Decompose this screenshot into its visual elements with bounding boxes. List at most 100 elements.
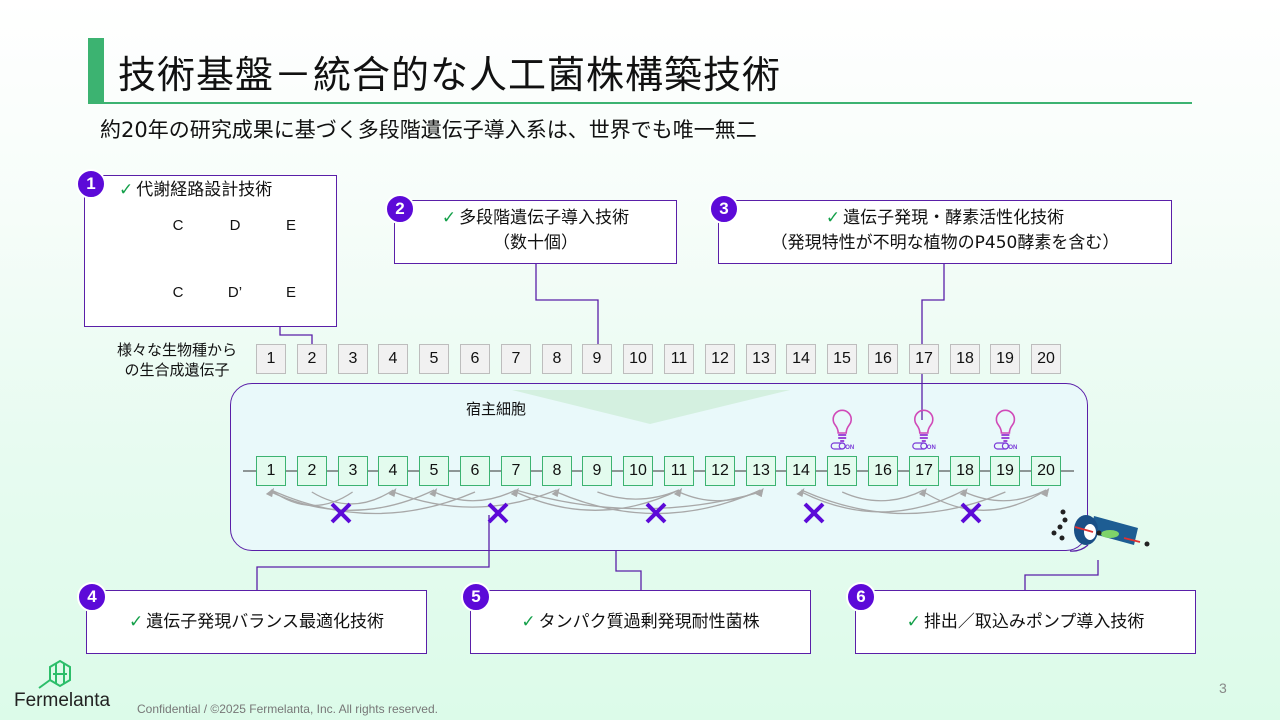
connector-6 <box>1024 560 1099 590</box>
callout-4-expression-balance-optimization: ✓遺伝子発現バランス最適化技術 <box>86 590 427 654</box>
integrated-gene-box: 18 <box>950 456 980 486</box>
recombination-arc <box>597 489 680 500</box>
callout-5-text: タンパク質過剰発現耐性菌株 <box>538 612 760 632</box>
source-gene-box: 20 <box>1031 344 1061 374</box>
arc-arrowhead <box>674 488 682 497</box>
source-gene-box: 15 <box>827 344 857 374</box>
connector-1 <box>279 326 313 344</box>
source-gene-box: 12 <box>705 344 735 374</box>
callout-5-overexpression-tolerant-strain: ✓タンパク質過剰発現耐性菌株 <box>470 590 811 654</box>
arc-arrowhead <box>918 488 927 497</box>
lightbulb-icon <box>832 409 852 442</box>
recombination-arc <box>515 489 680 511</box>
arc-arrowhead <box>1041 488 1050 497</box>
checkmark-icon: ✓ <box>129 612 144 632</box>
callout-1-metabolic-pathway-design: ✓代謝経路設計技術 <box>84 175 337 327</box>
page-number: 3 <box>1219 680 1227 696</box>
integrated-gene-box: 1 <box>256 456 286 486</box>
connector-4 <box>256 515 490 590</box>
pathway-node-label: D’ <box>227 284 243 301</box>
source-gene-box: 3 <box>338 344 368 374</box>
host-cell-label: 宿主細胞 <box>466 400 527 418</box>
source-gene-box: 19 <box>990 344 1020 374</box>
source-genes-label-line2: の生合成遺伝子 <box>124 361 230 379</box>
checkmark-icon: ✓ <box>441 208 457 228</box>
arc-arrowhead <box>510 488 519 497</box>
company-logo-text: Fermelanta <box>14 690 111 711</box>
recombination-arc <box>515 489 761 510</box>
source-gene-box: 9 <box>582 344 612 374</box>
integrated-gene-box: 14 <box>786 456 816 486</box>
insertion-triangle <box>512 390 790 424</box>
source-gene-box: 17 <box>909 344 939 374</box>
callout-1-number-badge: 1 <box>76 169 106 199</box>
source-gene-box: 7 <box>501 344 531 374</box>
connector-3 <box>921 263 945 420</box>
connector-5 <box>615 551 642 590</box>
callout-4-text: 遺伝子発現バランス最適化技術 <box>146 612 384 632</box>
toggle-switch-icon <box>830 442 846 450</box>
recombination-arc <box>270 489 435 511</box>
source-gene-box: 4 <box>378 344 408 374</box>
integrated-gene-box: 2 <box>297 456 327 486</box>
callout-3-number-badge: 3 <box>709 194 739 224</box>
callout-6-number-badge: 6 <box>846 582 876 612</box>
arc-arrowhead <box>266 488 274 497</box>
callout-2-line1: 多段階遺伝子導入技術 <box>459 208 630 228</box>
callout-3-gene-expression-enzyme-activation: ✓遺伝子発現・酵素活性化技術 （発現特性が不明な植物のP450酵素を含む） <box>718 200 1172 264</box>
integrated-gene-box: 13 <box>746 456 776 486</box>
integrated-gene-box: 17 <box>909 456 939 486</box>
recombination-arc <box>923 489 1047 511</box>
switch-on-label: ON <box>845 445 854 451</box>
integrated-gene-box: 6 <box>460 456 490 486</box>
callout-5-number-badge: 5 <box>461 582 491 612</box>
cross-mark-icon <box>330 502 352 524</box>
recombination-arc <box>270 489 476 515</box>
title-accent-bar <box>88 38 104 104</box>
switch-on-label: ON <box>927 445 936 451</box>
page-title: 技術基盤－統合的な人工菌株構築技術 <box>118 53 782 97</box>
recombination-arc <box>841 489 925 502</box>
integrated-gene-box: 11 <box>664 456 694 486</box>
callout-4-number-badge: 4 <box>77 582 107 612</box>
integrated-gene-box: 16 <box>868 456 898 486</box>
checkmark-icon: ✓ <box>119 180 134 200</box>
callout-2-line2: （数十個） <box>493 233 578 253</box>
pathway-node-label: C <box>172 217 184 234</box>
integrated-gene-box: 20 <box>1031 456 1061 486</box>
source-gene-box: 5 <box>419 344 449 374</box>
cross-mark-icon <box>960 502 982 524</box>
recombination-arc <box>270 489 353 507</box>
arc-arrowhead <box>959 488 968 497</box>
integrated-gene-box: 5 <box>419 456 449 486</box>
arc-arrowhead <box>429 488 438 497</box>
source-genes-label-line1: 様々な生物種から <box>116 341 237 359</box>
recombination-arc <box>964 489 1047 502</box>
source-gene-box: 13 <box>746 344 776 374</box>
membrane-pump-icon <box>1051 509 1150 547</box>
recombination-arc <box>801 489 1006 515</box>
recombination-arc <box>311 489 394 505</box>
callout-1-text: 代謝経路設計技術 <box>136 180 273 200</box>
recombination-arc <box>433 489 517 502</box>
arc-arrowhead <box>388 488 397 497</box>
callout-3-line2: （発現特性が不明な植物のP450酵素を含む） <box>770 233 1120 253</box>
source-gene-box: 2 <box>297 344 327 374</box>
toggle-switch-icon <box>912 442 928 450</box>
pathway-node-label: D <box>229 217 241 234</box>
pathway-node-label: C <box>172 284 184 301</box>
toggle-switch-icon <box>993 442 1010 450</box>
source-gene-box: 16 <box>868 344 898 374</box>
title-divider <box>88 102 1192 104</box>
checkmark-icon: ✓ <box>521 612 536 632</box>
integrated-gene-box: 9 <box>582 456 612 486</box>
source-gene-box: 8 <box>542 344 572 374</box>
connector-2 <box>535 263 599 344</box>
integrated-gene-box: 3 <box>338 456 368 486</box>
lightbulb-icon <box>995 409 1016 442</box>
pathway-node-label: E <box>285 217 296 234</box>
integrated-gene-box: 19 <box>990 456 1020 486</box>
source-gene-box: 11 <box>664 344 694 374</box>
callout-2-multistep-gene-introduction: ✓多段階遺伝子導入技術 （数十個） <box>394 200 677 264</box>
callout-3-line1: 遺伝子発現・酵素活性化技術 <box>843 208 1065 228</box>
